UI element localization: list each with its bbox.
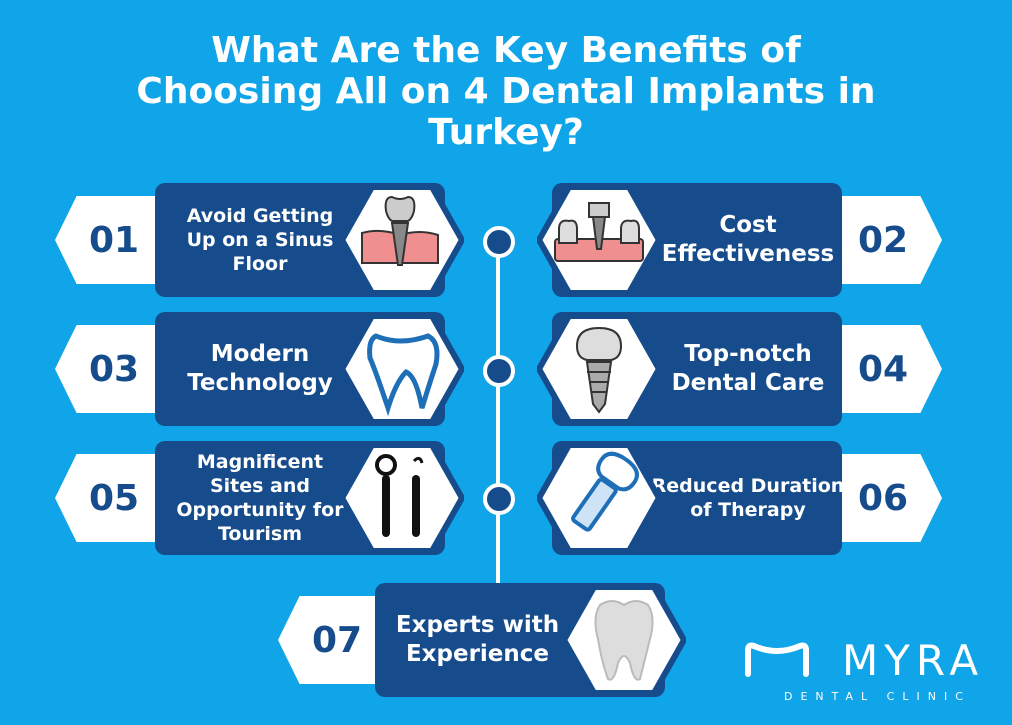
logo-subtitle: DENTAL CLINIC [784,690,971,703]
timeline-dot [483,355,515,387]
molar-tooth-icon [562,584,686,696]
m-logo-icon [745,642,809,677]
benefit-label: Cost Effectiveness [661,212,835,267]
benefit-number: 07 [278,596,386,684]
timeline-dot [483,483,515,515]
benefit-label: Experts with Experience [395,612,560,667]
implant-screw-icon [537,313,661,425]
benefit-label: Modern Technology [187,341,333,396]
benefit-number: 06 [834,454,942,542]
tooth-implant-in-gum-icon [340,184,464,296]
benefit-label: Top-notch Dental Care [671,341,825,396]
timeline-dot [483,226,515,258]
benefit-number: 05 [55,454,163,542]
benefit-label: Avoid Getting Up on a Sinus Floor [186,205,334,275]
implant-bridge-icon [537,184,661,296]
benefit-label: Reduced Duration of Therapy [651,475,845,521]
tilted-implant-icon [537,442,661,554]
benefit-number: 04 [834,325,942,413]
dental-tools-icon [340,442,464,554]
title-line: Turkey? [428,112,584,153]
page-title: What Are the Key Benefits of Choosing Al… [0,30,1012,153]
benefit-label: Magnificent Sites and Opportunity for To… [176,451,344,545]
title-line: Choosing All on 4 Dental Implants in [136,71,876,112]
logo-wordmark: MYRA [842,636,985,685]
benefit-number: 01 [55,196,163,284]
timeline-connector [496,240,500,585]
benefit-number: 02 [834,196,942,284]
title-line: What Are the Key Benefits of [211,30,801,71]
tooth-outline-icon [340,313,464,425]
benefit-number: 03 [55,325,163,413]
